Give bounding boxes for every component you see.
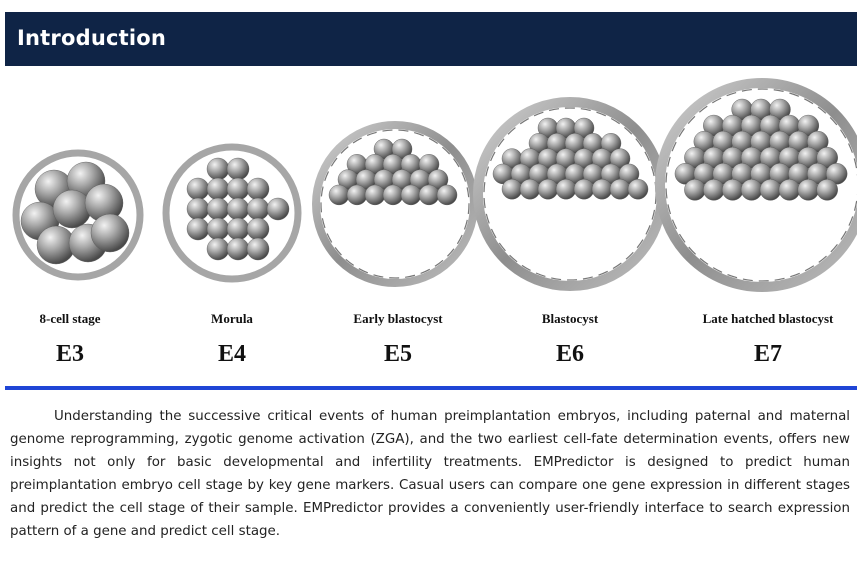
cell [574, 179, 594, 199]
stage-label: Morula [211, 311, 253, 327]
cell [556, 179, 576, 199]
cell [207, 198, 229, 220]
stage-code: E4 [218, 341, 246, 368]
cell [741, 179, 762, 200]
cell [207, 218, 229, 240]
cell [419, 185, 439, 205]
section-title: Introduction [17, 26, 166, 50]
embryo-4 [478, 102, 662, 286]
stage-label: Late hatched blastocyst [703, 311, 834, 327]
cell [592, 179, 612, 199]
cell [684, 179, 705, 200]
cell [703, 179, 724, 200]
cell [817, 179, 838, 200]
embryo-3 [316, 125, 474, 283]
cell [329, 185, 349, 205]
embryo-5 [660, 83, 857, 287]
cell [247, 218, 269, 240]
cell [247, 238, 269, 260]
cell [187, 178, 209, 200]
embryo-1 [16, 153, 140, 277]
section-divider [5, 386, 857, 390]
cell [91, 214, 129, 252]
cell [502, 179, 522, 199]
cell [722, 179, 743, 200]
cell [365, 185, 385, 205]
stage-label: Early blastocyst [353, 311, 442, 327]
cell [187, 218, 209, 240]
cell [207, 238, 229, 260]
cell [401, 185, 421, 205]
stage-code: E5 [384, 341, 412, 368]
cell [227, 158, 249, 180]
cell [207, 178, 229, 200]
stage-label: Blastocyst [542, 311, 598, 327]
cell [227, 198, 249, 220]
cell [247, 178, 269, 200]
cell [187, 198, 209, 220]
cell [227, 178, 249, 200]
stage-code: E3 [56, 341, 84, 368]
cell [227, 218, 249, 240]
cell [520, 179, 540, 199]
cell [437, 185, 457, 205]
cell [227, 238, 249, 260]
cell [207, 158, 229, 180]
stage-code: E6 [556, 341, 584, 368]
stage-label: 8-cell stage [39, 311, 100, 327]
cell [798, 179, 819, 200]
cell [347, 185, 367, 205]
section-header: Introduction [5, 12, 857, 66]
cell [538, 179, 558, 199]
cell [760, 179, 781, 200]
cell [383, 185, 403, 205]
cell [628, 179, 648, 199]
stage-code: E7 [754, 341, 782, 368]
cell [267, 198, 289, 220]
intro-paragraph: Understanding the successive critical ev… [10, 405, 850, 543]
cell [247, 198, 269, 220]
embryo-2 [166, 147, 298, 279]
cell [610, 179, 630, 199]
embryo-stages-illustration [0, 70, 857, 300]
cell [779, 179, 800, 200]
cell [53, 190, 91, 228]
